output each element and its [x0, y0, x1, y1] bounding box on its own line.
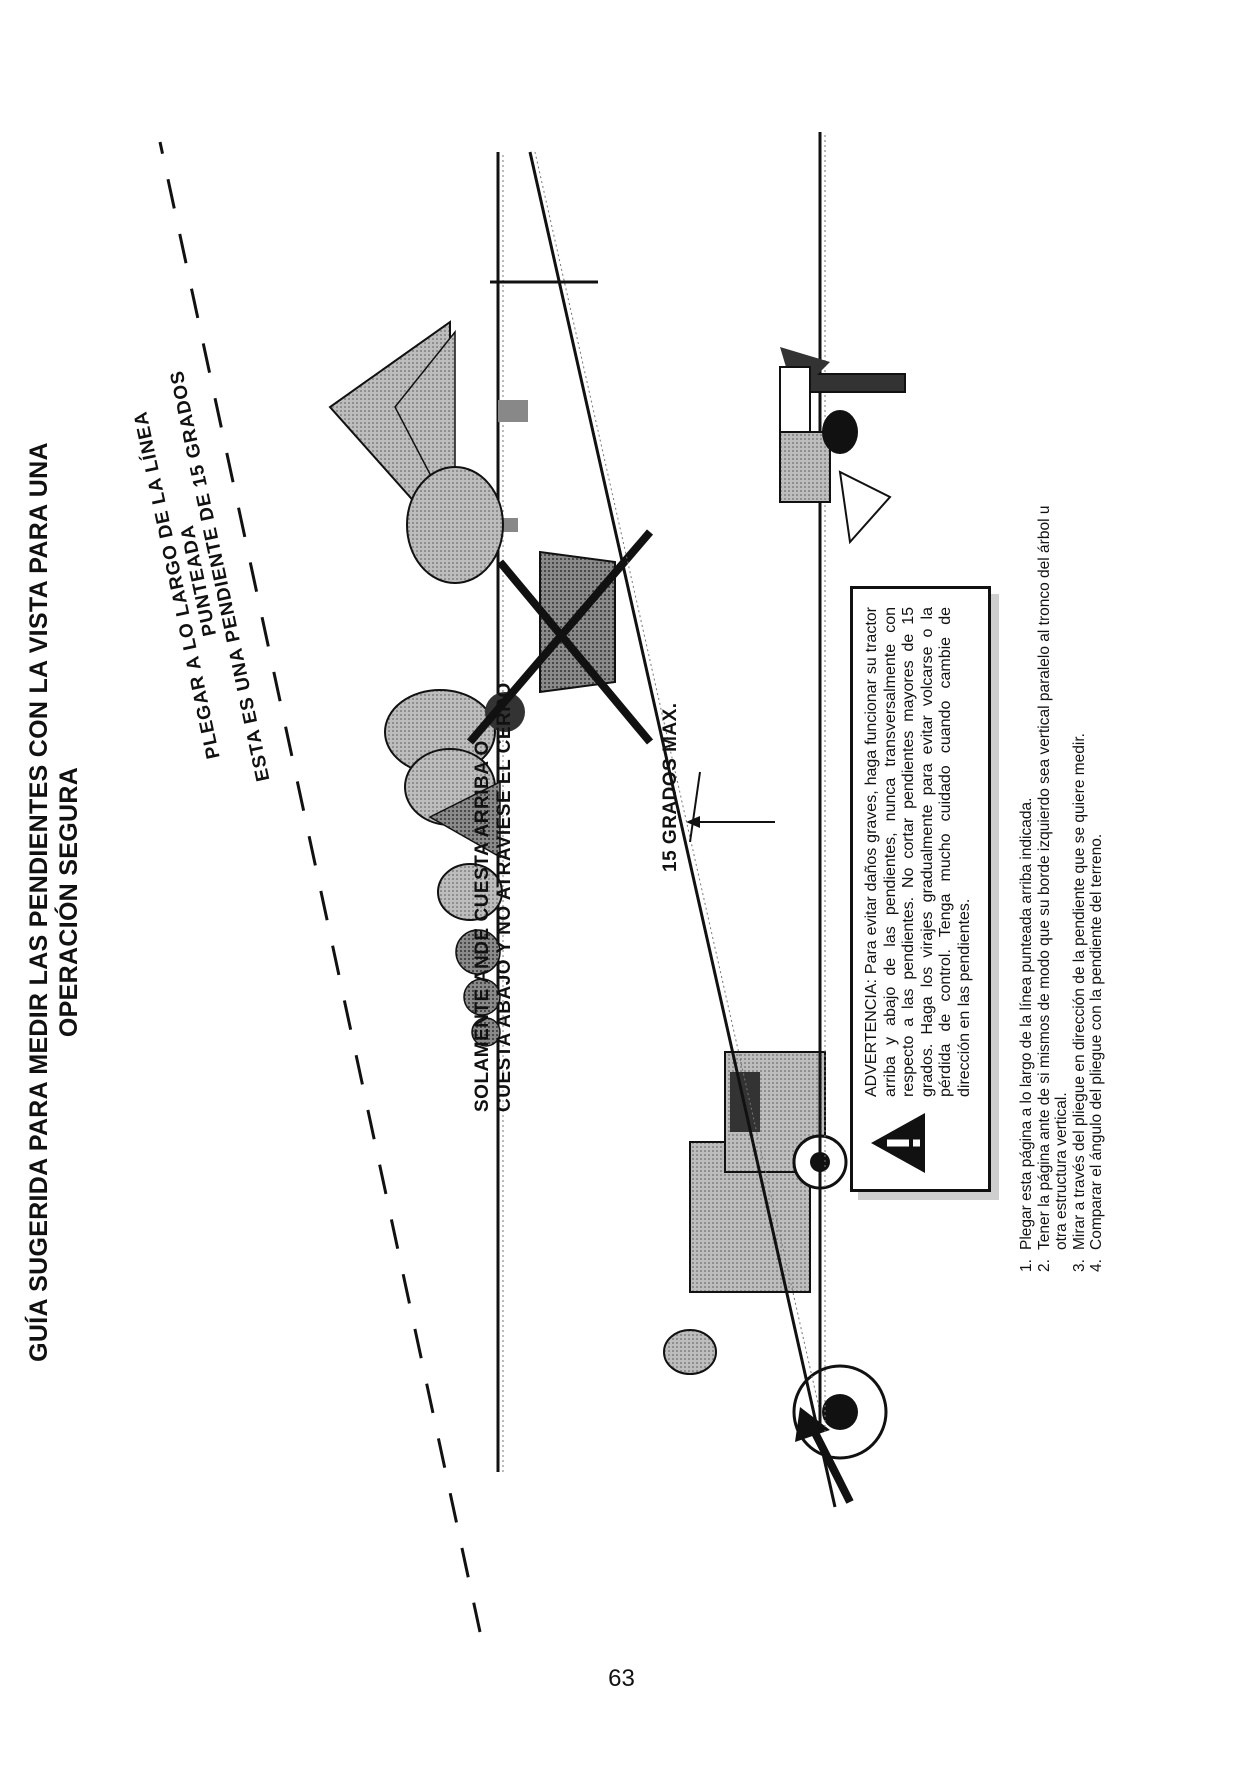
mow-instruction: SOLAMENTE ANDE CUESTA ARRIBA O CUESTA AB… — [472, 612, 516, 1112]
step-item: 1. Plegar esta página a lo largo de la lí… — [1018, 492, 1036, 1272]
step-number: 2. — [1035, 1259, 1053, 1272]
crossed-out-tractor-icon — [466, 529, 654, 745]
step-number: 3. — [1070, 1259, 1088, 1272]
fold-dashed-line — [158, 141, 482, 1633]
angle-arrows-icon — [686, 771, 775, 843]
step-text: Comparar el ángulo del pliegue con la pe… — [1088, 833, 1106, 1250]
steps-list: 1. Plegar esta página a lo largo de la lí… — [1018, 492, 1106, 1272]
mow-instruction-line-2: CUESTA ABAJO Y NO ATRAVIESE EL CERRO — [494, 682, 515, 1112]
round-tree-icon — [406, 466, 518, 584]
step-item: 4. Comparar el ángulo del pliegue con la … — [1088, 492, 1106, 1272]
step-number: 1. — [1018, 1259, 1035, 1272]
step-text: Mirar a través del pliegue en dirección … — [1070, 733, 1088, 1250]
step-text: Plegar esta página a lo largo de la líne… — [1018, 797, 1035, 1250]
page-number: 63 — [608, 1665, 635, 1692]
warning-text: ADVERTENCIA: Para evitar daños graves, h… — [863, 607, 973, 1097]
mow-instruction-line-1: SOLAMENTE ANDE CUESTA ARRIBA O — [472, 740, 493, 1112]
step-item: 2. Tener la página ante de si mismos de m… — [1036, 492, 1071, 1272]
tree-group-icon — [384, 689, 503, 1047]
upper-scene — [328, 152, 888, 1504]
step-text: Tener la página ante de si mismos de mod… — [1035, 505, 1071, 1250]
step-item: 3. Mirar a través del pliegue en direcció… — [1071, 492, 1089, 1272]
slope-line — [528, 151, 837, 1508]
step-number: 4. — [1088, 1259, 1106, 1272]
up-arrow-icon — [795, 1407, 854, 1504]
person-measuring-icon — [779, 347, 906, 545]
warning-triangle-icon — [871, 1113, 925, 1173]
angle-label: 15 GRADOS MAX. — [660, 702, 681, 872]
slope-grass — [534, 151, 821, 1413]
warning-box: ADVERTENCIA: Para evitar daños graves, h… — [850, 586, 991, 1192]
